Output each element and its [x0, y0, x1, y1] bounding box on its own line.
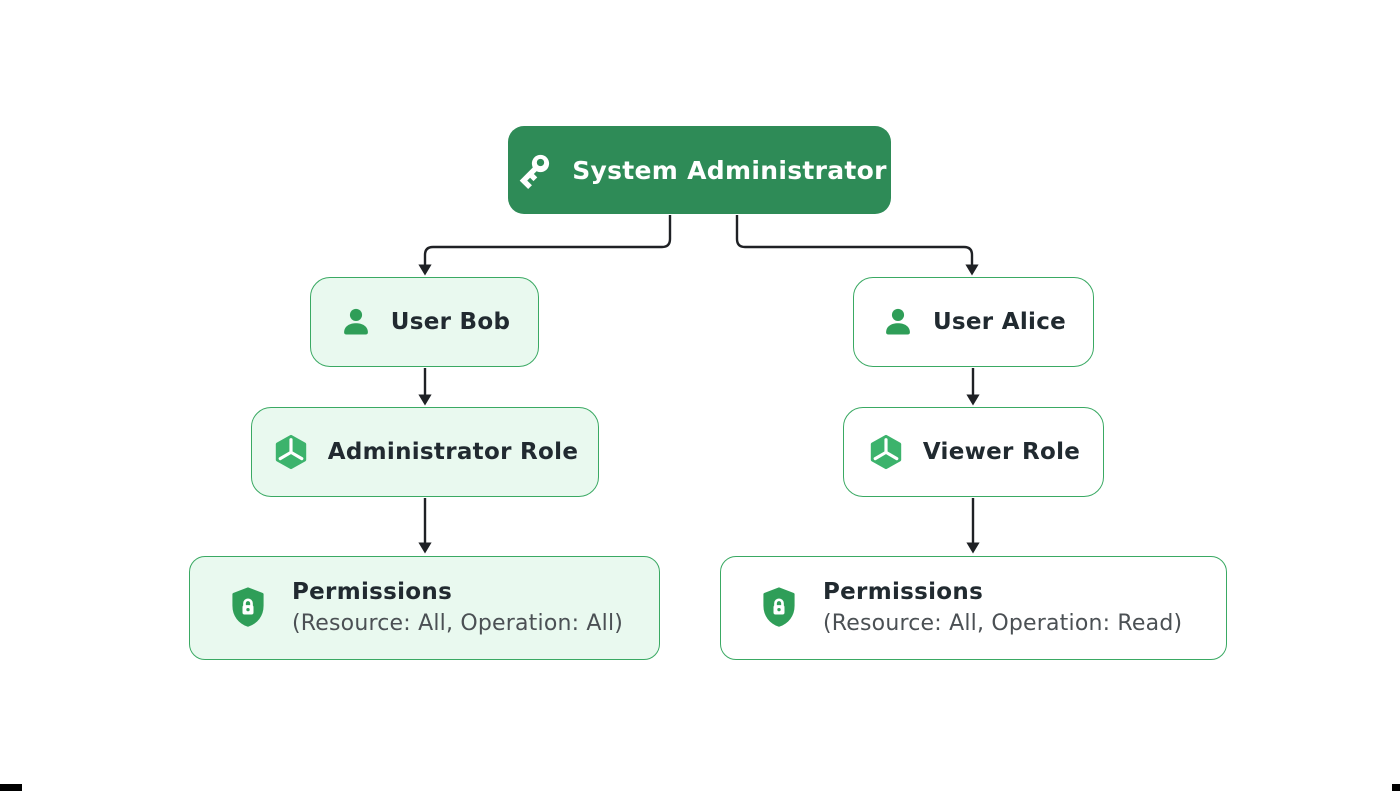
cube-icon — [272, 433, 310, 471]
node-label: Viewer Role — [922, 439, 1081, 465]
permissions-title: Permissions — [823, 578, 984, 605]
permissions-text: Permissions (Resource: All, Operation: R… — [823, 578, 1183, 637]
user-icon — [881, 305, 915, 339]
node-permissions-read: Permissions (Resource: All, Operation: R… — [720, 556, 1227, 660]
node-administrator-role: Administrator Role — [251, 407, 599, 497]
edge-admin-to-user-bob — [423, 215, 672, 265]
edge-admin-to-user-alice — [735, 215, 974, 265]
permissions-title: Permissions — [292, 578, 453, 605]
arrowhead — [418, 394, 432, 406]
node-label: User Alice — [932, 309, 1067, 335]
key-icon — [512, 148, 556, 192]
arrowhead — [418, 264, 432, 276]
cube-icon — [867, 433, 905, 471]
user-icon — [339, 305, 373, 339]
node-system-administrator: System Administrator — [508, 126, 891, 214]
shield-lock-icon — [228, 586, 268, 630]
arrowhead — [418, 542, 432, 554]
node-label: System Administrator — [572, 155, 887, 185]
permissions-detail: (Resource: All, Operation: All) — [292, 611, 624, 637]
shield-lock-icon — [759, 586, 799, 630]
node-user-bob: User Bob — [310, 277, 539, 367]
node-label: Administrator Role — [327, 439, 579, 465]
arrowhead — [965, 264, 979, 276]
arrowhead — [966, 542, 980, 554]
node-user-alice: User Alice — [853, 277, 1094, 367]
bottom-left-dash — [0, 784, 22, 791]
arrowhead — [966, 394, 980, 406]
bottom-right-dash — [1392, 784, 1400, 791]
node-label: User Bob — [390, 309, 511, 335]
node-viewer-role: Viewer Role — [843, 407, 1104, 497]
permissions-detail: (Resource: All, Operation: Read) — [823, 611, 1183, 637]
node-permissions-all: Permissions (Resource: All, Operation: A… — [189, 556, 660, 660]
permissions-text: Permissions (Resource: All, Operation: A… — [292, 578, 624, 637]
